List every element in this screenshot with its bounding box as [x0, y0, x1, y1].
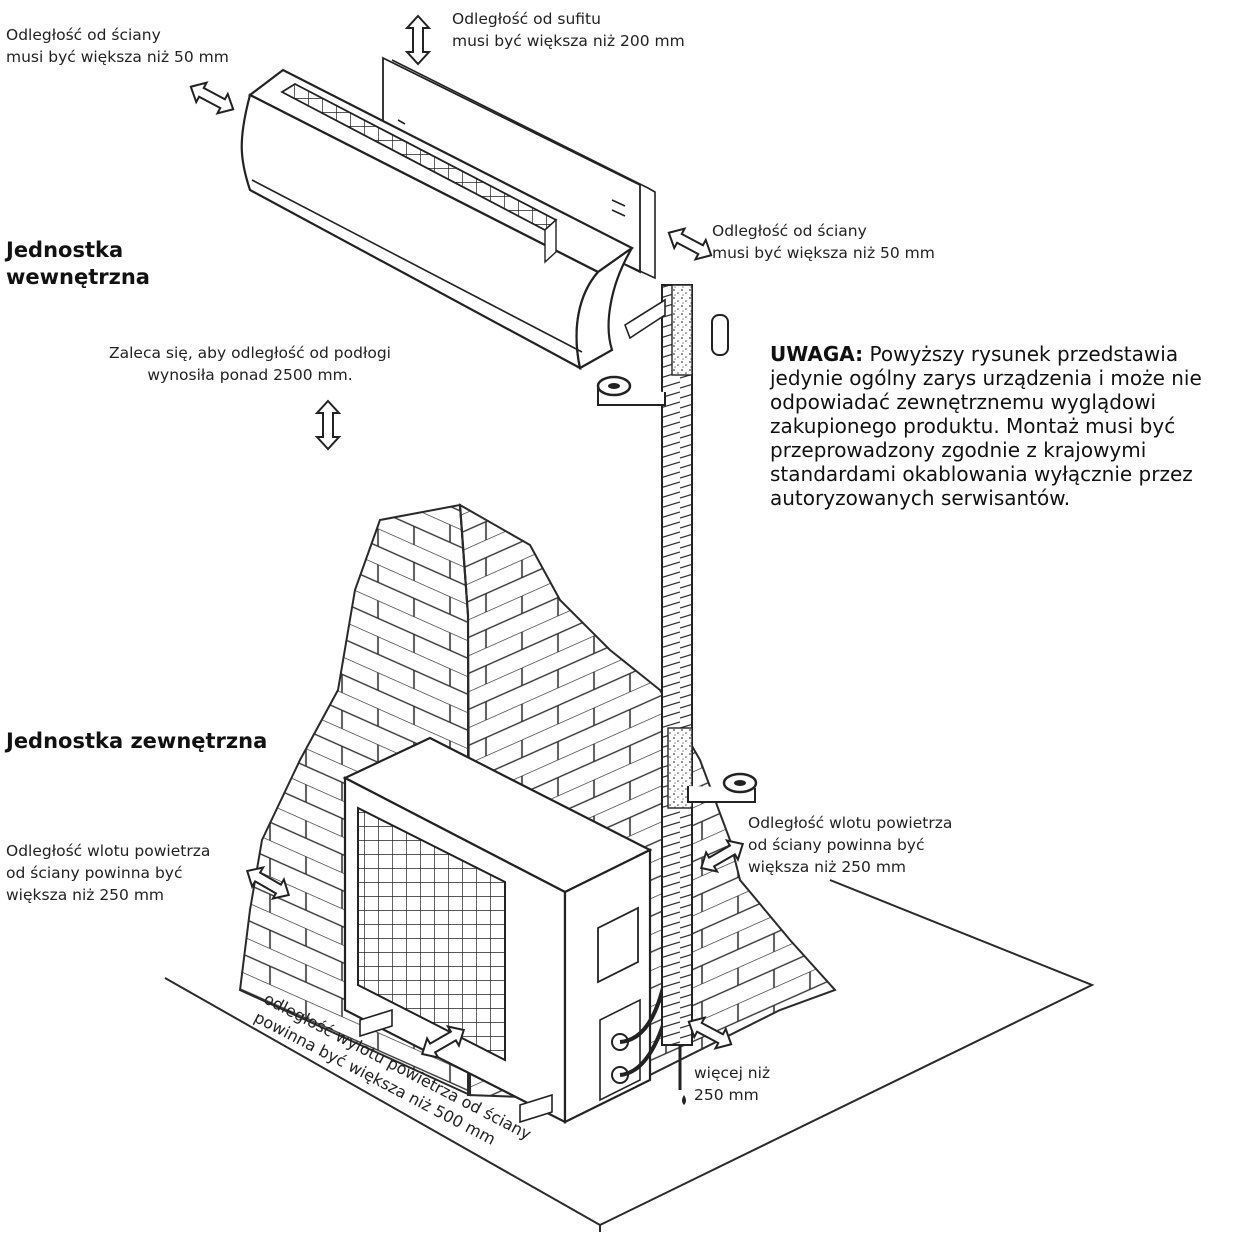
arrow-wall-right-clearance	[667, 227, 713, 261]
note-body: Powyższy rysunek przedstawia jedynie ogó…	[770, 342, 1202, 510]
arrow-floor-clearance	[314, 399, 342, 451]
label-floor: Zaleca się, aby odległość od podłogi wyn…	[109, 344, 391, 384]
note-warning: UWAGA: Powyższy rysunek przedstawia jedy…	[770, 342, 1235, 510]
arrow-inlet-left-clearance	[245, 866, 291, 900]
outdoor-foot-right	[519, 1093, 553, 1124]
pipe-clamp-top	[596, 375, 666, 406]
arrow-outlet-clearance	[420, 1025, 466, 1059]
title-outdoor-unit: Jednostka zewnętrzna	[6, 729, 268, 753]
pipe-clamp-bottom	[687, 772, 758, 803]
pipe-bundle	[596, 284, 758, 1105]
outdoor-foot-left	[359, 1008, 393, 1038]
label-ceiling: Odległość od sufitu musi być większa niż…	[452, 10, 685, 50]
label-inlet-right: Odległość wlotu powietrza od ściany powi…	[748, 814, 953, 876]
label-inlet-left: Odległość wlotu powietrza od ściany powi…	[6, 842, 211, 904]
label-side-clearance: więcej niż 250 mm	[694, 1064, 771, 1104]
title-indoor-unit: Jednostka wewnętrzna	[6, 238, 150, 289]
label-wall-left-top: Odległość od ściany musi być większa niż…	[6, 26, 229, 66]
outdoor-unit	[342, 736, 676, 1124]
indoor-unit	[240, 56, 666, 371]
label-wall-right-top: Odległość od ściany musi być większa niż…	[712, 222, 935, 262]
arrow-wall-left-clearance	[189, 81, 235, 115]
arrow-inlet-right-clearance	[699, 839, 745, 873]
arrow-side-clearance	[687, 1016, 733, 1050]
note-lead: UWAGA:	[770, 342, 864, 366]
arrow-ceiling-clearance	[404, 14, 432, 66]
outdoor-fan-grille	[357, 806, 506, 1062]
